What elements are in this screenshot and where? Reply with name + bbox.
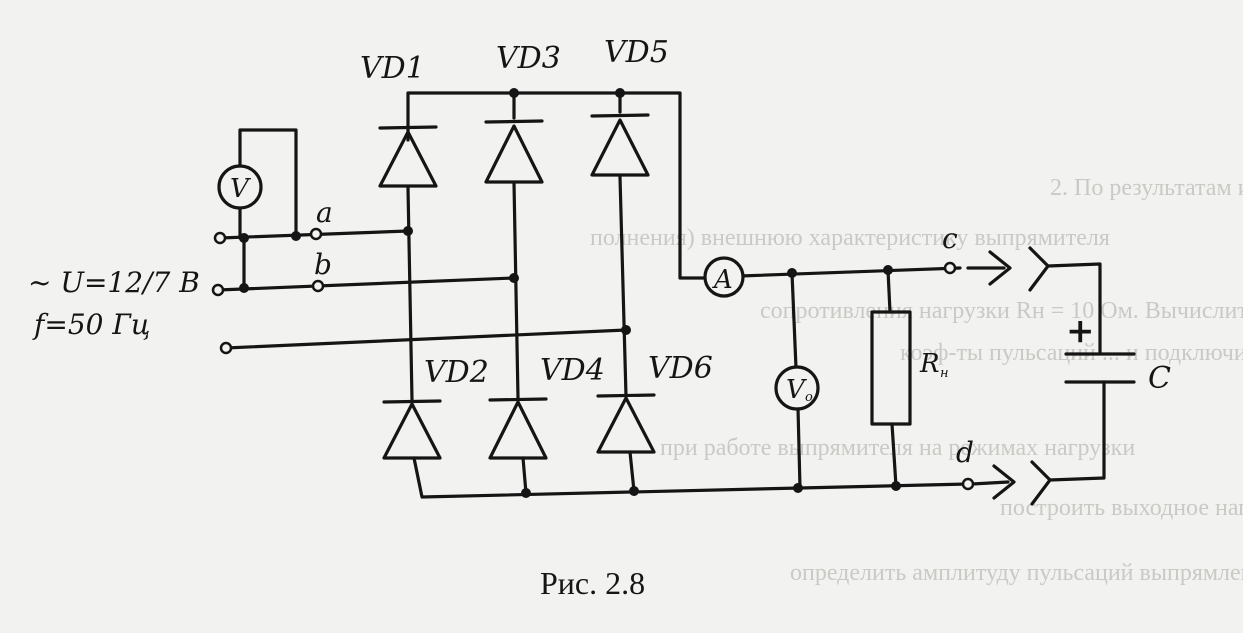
bleed-line-7: определить амплитуду пульсаций выпрямлен…: [790, 560, 1243, 586]
label-terminal-a: a: [316, 196, 333, 229]
capacitor: [1064, 352, 1136, 384]
load-resistor: [870, 310, 912, 426]
arrow-d-head: [992, 464, 1016, 500]
cap-bottom-lead: [1048, 380, 1106, 482]
capacitor-plus-sign: +: [1066, 311, 1095, 351]
diode-vd1: [378, 125, 438, 188]
label-vd5: VD5: [604, 35, 669, 70]
terminal-c: [943, 261, 957, 275]
label-vd6: VD6: [648, 351, 713, 386]
junction-vo-bottom: [793, 483, 803, 493]
vo-lower-lead: [796, 406, 802, 490]
cap-top-lead: [1046, 262, 1102, 354]
junction-voltmeter-b: [239, 283, 249, 293]
vd6-lead: [628, 450, 636, 493]
column-b-wire: [512, 181, 520, 400]
junction-vo-top: [787, 268, 797, 278]
output-positive-wire: [738, 266, 962, 278]
diode-vd2: [382, 399, 442, 460]
junction-dots: [239, 88, 901, 498]
junction-top-mid: [509, 88, 519, 98]
junction-phase-b: [509, 273, 519, 283]
label-vd2: VD2: [424, 355, 489, 390]
label-source-frequency: f=50 Гц: [32, 308, 150, 341]
diode-vd3: [484, 119, 544, 184]
label-terminal-c: c: [942, 222, 958, 255]
input-voltmeter-label: V: [230, 174, 251, 204]
column-a-wire: [406, 186, 414, 402]
labels: VD1 VD3 VD5 VD2 VD4 VD6 a b c d ~ U=12/7…: [28, 35, 1171, 469]
diode-vd6: [596, 393, 656, 454]
rn-lower-lead: [890, 422, 898, 488]
input-terminal-b: [211, 283, 225, 297]
ammeter-label: A: [712, 265, 733, 295]
label-terminal-d: d: [956, 436, 974, 469]
junction-voltmeter-top: [291, 231, 301, 241]
rn-upper-lead: [886, 268, 892, 314]
bleed-line-2: полнения) внешнюю характеристику выпрями…: [590, 225, 1110, 251]
column-c-wire: [618, 175, 628, 398]
label-terminal-b: b: [314, 248, 332, 281]
junction-phase-a: [403, 226, 413, 236]
label-resistor: R: [919, 349, 940, 379]
label-source-voltage: ~ U=12/7 B: [28, 266, 200, 299]
output-voltmeter-label: V: [786, 375, 807, 405]
junction-phase-c: [621, 325, 631, 335]
vd4-lead: [521, 456, 528, 495]
diode-vd4: [488, 397, 548, 460]
output-voltmeter-subscript: о: [805, 390, 813, 405]
vo-upper-lead: [790, 271, 798, 370]
junction-rn-top: [883, 265, 893, 275]
label-resistor-subscript: н: [940, 366, 949, 381]
input-voltmeter: V: [217, 164, 263, 210]
junction-rn-bottom: [891, 481, 901, 491]
input-terminal-c: [219, 341, 233, 355]
bleed-line-3: сопротивления нагрузки Rн = 10 Ом. Вычис…: [760, 298, 1243, 324]
bottom-rail-wire: [412, 456, 970, 499]
figure-caption: Рис. 2.8: [540, 565, 645, 601]
label-capacitor: C: [1148, 361, 1171, 396]
label-vd3: VD3: [496, 41, 561, 76]
phase-b-wire: [216, 276, 516, 292]
plug-c: [1028, 246, 1050, 292]
bleed-line-6: построить выходное напряжение. По получе…: [1000, 495, 1243, 521]
output-voltmeter: V о: [774, 365, 820, 411]
junction-bottom-mid: [521, 488, 531, 498]
junction-top-right: [615, 88, 625, 98]
top-rail-wire: [406, 91, 708, 280]
bleed-line-1: 2. По результатам измерения (табл. 2.6) …: [1050, 175, 1243, 201]
input-terminal-a: [213, 231, 227, 245]
bleed-line-5: при работе выпрямителя на режимах нагруз…: [660, 435, 1135, 461]
terminals: [211, 227, 975, 491]
label-vd4: VD4: [540, 353, 605, 388]
junction-bottom-right: [629, 486, 639, 496]
phase-c-wire: [224, 328, 628, 350]
arrow-d-shaft: [970, 480, 1010, 486]
bleed-through-text: 2. По результатам измерения (табл. 2.6) …: [590, 175, 1243, 586]
label-vd1: VD1: [360, 51, 425, 86]
terminal-a: [309, 227, 323, 241]
voltmeter-upper-lead: [238, 128, 298, 238]
terminal-b: [311, 279, 325, 293]
ammeter: A: [703, 256, 745, 298]
diode-vd5: [590, 113, 650, 177]
arrow-c-head: [988, 250, 1012, 286]
junction-voltmeter-a: [239, 233, 249, 243]
terminal-d: [961, 477, 975, 491]
